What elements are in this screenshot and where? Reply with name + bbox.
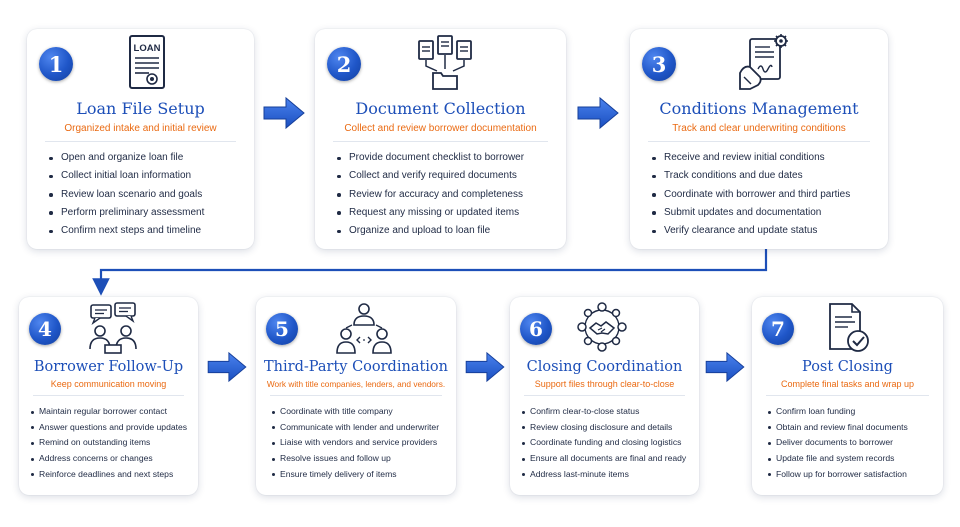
step-task-list: Provide document checklist to borrower C… [335,149,556,240]
task-item: Review closing disclosure and details [520,420,693,436]
task-item: Reinforce deadlines and next steps [29,467,192,483]
task-item: Submit updates and documentation [650,204,878,222]
step-number-badge: 1 [39,47,73,81]
task-item: Track conditions and due dates [650,167,878,185]
step-title: Third-Party Coordination [264,359,448,375]
document-check-icon [829,303,869,352]
step-title: Loan File Setup [76,99,205,118]
step-subtitle: Keep communication moving [50,379,167,389]
step-divider [524,395,685,396]
step-subtitle: Organized intake and initial review [64,123,217,134]
step-subtitle: Track and clear underwriting conditions [672,123,846,134]
task-item: Obtain and review final documents [766,420,937,436]
task-item: Liaise with vendors and service provider… [270,435,450,451]
step-card-2: 2 Document Collection Collect and review… [315,29,566,249]
step-number-badge: 6 [520,313,552,345]
step-divider [333,141,548,142]
task-item: Remind on outstanding items [29,435,192,451]
step-card-6: 6 Closing Coordination Support files thr… [510,297,699,495]
task-item: Collect and verify required documents [335,167,556,185]
step-divider [648,141,870,142]
step-subtitle: Work with title companies, lenders, and … [266,379,446,389]
flow-arrow-icon [465,351,505,383]
loan-document-icon: LOAN [129,35,165,89]
step-card-4: 4 Borrower Follow-Up Keep communication … [19,297,198,495]
task-item: Communicate with lender and underwriter [270,420,450,436]
task-item: Confirm loan funding [766,404,937,420]
task-item: Resolve issues and follow up [270,451,450,467]
step-subtitle: Support files through clear-to-close [534,379,675,389]
conversation-icon [89,302,137,354]
step-number-badge: 7 [762,313,794,345]
step-card-7: 7 Post Closing Complete final tasks and … [752,297,943,495]
task-item: Confirm clear-to-close status [520,404,693,420]
team-network-icon [336,303,392,354]
step-title: Borrower Follow-Up [33,359,184,375]
task-item: Follow up for borrower satisfaction [766,467,937,483]
step-subtitle: Complete final tasks and wrap up [780,379,915,389]
step-task-list: Confirm loan funding Obtain and review f… [766,404,937,483]
step-title: Post Closing [802,359,893,375]
step-title: Conditions Management [659,99,859,118]
flow-arrow-icon [577,96,619,130]
step-card-5: 5 Third-Party Coordination Work with tit… [256,297,456,495]
documents-to-folder-icon [418,35,472,90]
task-item: Receive and review initial conditions [650,149,878,167]
signing-document-gear-icon [739,34,788,90]
step-title: Document Collection [355,99,526,118]
flow-arrow-icon [705,351,745,383]
step-divider [33,395,184,396]
task-item: Ensure timely delivery of items [270,467,450,483]
task-item: Coordinate with borrower and third parti… [650,186,878,204]
step-card-3: 3 Conditions Management Track and clear … [630,29,888,249]
task-item: Collect initial loan information [47,167,244,185]
task-item: Provide document checklist to borrower [335,149,556,167]
task-item: Coordinate funding and closing logistics [520,435,693,451]
step-divider [270,395,442,396]
task-item: Address concerns or changes [29,451,192,467]
task-item: Ensure all documents are final and ready [520,451,693,467]
step-card-1: 1 LOAN Loan File Setup Organized intake … [27,29,254,249]
task-item: Verify clearance and update status [650,222,878,240]
step-subtitle: Collect and review borrower documentatio… [344,123,537,134]
loan-icon-label: LOAN [134,43,161,54]
task-item: Confirm next steps and timeline [47,222,244,240]
task-item: Coordinate with title company [270,404,450,420]
step-task-list: Receive and review initial conditions Tr… [650,149,878,240]
task-item: Organize and upload to loan file [335,222,556,240]
task-item: Request any missing or updated items [335,204,556,222]
step-divider [766,395,929,396]
task-item: Address last-minute items [520,467,693,483]
task-item: Review for accuracy and completeness [335,186,556,204]
step-task-list: Coordinate with title company Communicat… [270,404,450,483]
task-item: Deliver documents to borrower [766,435,937,451]
step-number-badge: 3 [642,47,676,81]
task-item: Review loan scenario and goals [47,186,244,204]
task-item: Update file and system records [766,451,937,467]
flow-arrow-icon [207,351,247,383]
flow-arrow-icon [263,96,305,130]
step-task-list: Open and organize loan file Collect init… [47,149,244,240]
task-item: Answer questions and provide updates [29,420,192,436]
step-title: Closing Coordination [526,359,683,375]
handshake-network-icon [577,302,627,352]
task-item: Open and organize loan file [47,149,244,167]
step-divider [45,141,236,142]
step-task-list: Confirm clear-to-close status Review clo… [520,404,693,483]
task-item: Maintain regular borrower contact [29,404,192,420]
step-number-badge: 5 [266,313,298,345]
task-item: Perform preliminary assessment [47,204,244,222]
step-task-list: Maintain regular borrower contact Answer… [29,404,192,483]
step-number-badge: 2 [327,47,361,81]
step-number-badge: 4 [29,313,61,345]
